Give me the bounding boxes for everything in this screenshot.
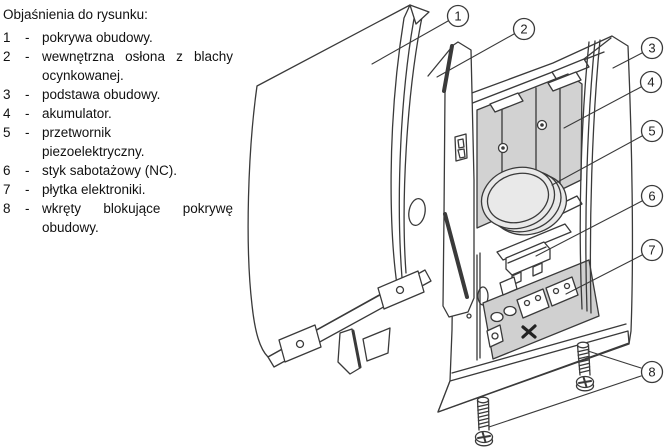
svg-text:1: 1 [454, 9, 461, 24]
legend-item-number: 3 [3, 87, 11, 102]
legend-item-number: 6 [3, 163, 11, 178]
legend-item-4: 4-akumulator. [3, 104, 233, 123]
callout-labels: 1 2 3 4 5 6 7 8 [371, 4, 664, 428]
callout-2: 2 [436, 17, 536, 78]
legend-item-text: akumulator. [42, 106, 112, 121]
legend-item-6: 6-styk sabotażowy (NC). [3, 161, 233, 180]
callout-8: 8 [488, 350, 664, 428]
legend-item-text: płytka elektroniki. [42, 182, 146, 197]
piezo-transducer [480, 166, 583, 261]
svg-text:6: 6 [648, 189, 655, 204]
legend-item-7: 7-płytka elektroniki. [3, 180, 233, 199]
legend-item-dash: - [25, 163, 30, 178]
legend-item-dash: - [25, 125, 30, 140]
legend-item-dash: - [25, 201, 30, 216]
legend-item-number: 5 [3, 125, 11, 140]
locking-screw-right [575, 341, 595, 392]
svg-text:4: 4 [647, 75, 654, 90]
legend-item-number: 2 [3, 49, 11, 64]
svg-text:2: 2 [520, 22, 527, 37]
callout-4: 4 [563, 70, 663, 129]
legend-item-number: 8 [3, 201, 11, 216]
legend-item-text: styk sabotażowy (NC). [42, 163, 178, 178]
callout-1: 1 [371, 4, 470, 65]
legend-item-dash: - [25, 106, 30, 121]
legend-item-dash: - [25, 30, 30, 45]
callout-7: 7 [565, 238, 664, 295]
legend-item-number: 4 [3, 106, 11, 121]
svg-text:5: 5 [648, 124, 655, 139]
legend-item-number: 1 [3, 30, 11, 45]
locking-screw-left [474, 396, 494, 447]
callout-5: 5 [551, 119, 664, 186]
legend-item-dash: - [25, 87, 30, 102]
legend-item-1: 1-pokrywa obudowy. [3, 28, 233, 47]
callout-6: 6 [535, 184, 664, 257]
inner-metal-shield [427, 41, 475, 319]
callout-3: 3 [612, 36, 664, 69]
legend-title: Objaśnienia do rysunku: [3, 7, 148, 22]
electronics-board [476, 252, 600, 361]
housing-cover [247, 4, 432, 375]
legend: Objaśnienia do rysunku: 1-pokrywa obudow… [3, 5, 233, 237]
svg-text:8: 8 [648, 365, 655, 380]
legend-item-dash: - [25, 49, 30, 64]
legend-item-text: pokrywa obudowy. [42, 30, 153, 45]
legend-item-3: 3-podstawa obudowy. [3, 85, 233, 104]
legend-item-dash: - [25, 182, 30, 197]
svg-text:3: 3 [648, 41, 655, 56]
legend-item-number: 7 [3, 182, 11, 197]
legend-item-text: podstawa obudowy. [42, 87, 161, 102]
legend-items: 1-pokrywa obudowy.2-wewnętrzna osłona z … [3, 28, 233, 237]
svg-text:7: 7 [648, 243, 655, 258]
